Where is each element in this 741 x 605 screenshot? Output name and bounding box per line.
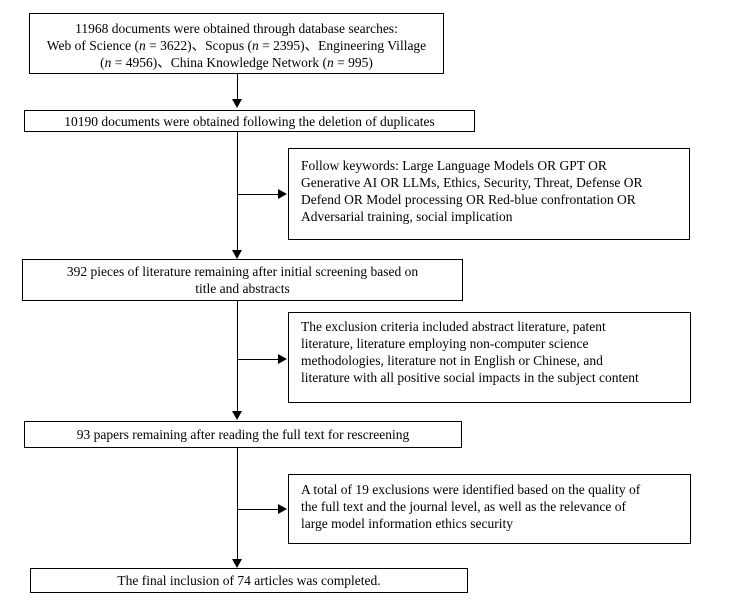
initial-screening-box: 392 pieces of literature remaining after… [22,259,463,301]
search-sources-line-2: (n = 4956)、China Knowledge Network (n = … [100,55,373,70]
deduplication-text: 10190 documents were obtained following … [64,114,435,129]
initial-screening-line-2: title and abstracts [195,281,290,296]
search-sources-line-1: Web of Science (n = 3622)、Scopus (n = 23… [46,38,427,53]
keywords-box: Follow keywords: Large Language Models O… [288,148,690,240]
arrow-down-3 [232,411,242,420]
exclusion-line-2: literature, literature employing non-com… [301,336,589,351]
final-inclusion-box: The final inclusion of 74 articles was c… [30,568,468,593]
connector-1-2 [237,73,238,101]
connector-4-5 [237,448,238,560]
full-text-screening-text: 93 papers remaining after reading the fu… [76,427,410,442]
arrow-right-1 [278,189,287,199]
initial-screening-line-1: 392 pieces of literature remaining after… [66,264,419,279]
exclusion-line-4: literature with all positive social impa… [301,370,639,385]
database-search-box: 11968 documents were obtained through da… [29,13,444,74]
arrow-right-2 [278,354,287,364]
exclusion-line-3: methodologies, literature not in English… [301,353,603,368]
quality-exclusion-line-3: large model information ethics security [301,516,513,531]
search-total-line: 11968 documents were obtained through da… [75,21,398,36]
arrow-down-2 [232,250,242,259]
exclusion-line-1: The exclusion criteria included abstract… [301,319,606,334]
branch-line-3 [237,509,279,510]
final-inclusion-text: The final inclusion of 74 articles was c… [117,573,381,588]
arrow-down-1 [232,99,242,108]
exclusion-criteria-box: The exclusion criteria included abstract… [288,312,691,403]
connector-3-4 [237,300,238,412]
branch-line-2 [237,359,279,360]
connector-2-3 [237,131,238,251]
arrow-right-3 [278,504,287,514]
quality-exclusion-line-2: the full text and the journal level, as … [301,499,626,514]
branch-line-1 [237,194,279,195]
keywords-line-1: Follow keywords: Large Language Models O… [301,158,607,173]
keywords-line-4: Adversarial training, social implication [301,209,513,224]
keywords-line-3: Defend OR Model processing OR Red-blue c… [301,192,636,207]
quality-exclusion-line-1: A total of 19 exclusions were identified… [301,482,641,497]
full-text-screening-box: 93 papers remaining after reading the fu… [24,421,462,448]
quality-exclusion-box: A total of 19 exclusions were identified… [288,474,691,544]
keywords-line-2: Generative AI OR LLMs, Ethics, Security,… [301,175,643,190]
deduplication-box: 10190 documents were obtained following … [24,110,475,132]
arrow-down-4 [232,559,242,568]
